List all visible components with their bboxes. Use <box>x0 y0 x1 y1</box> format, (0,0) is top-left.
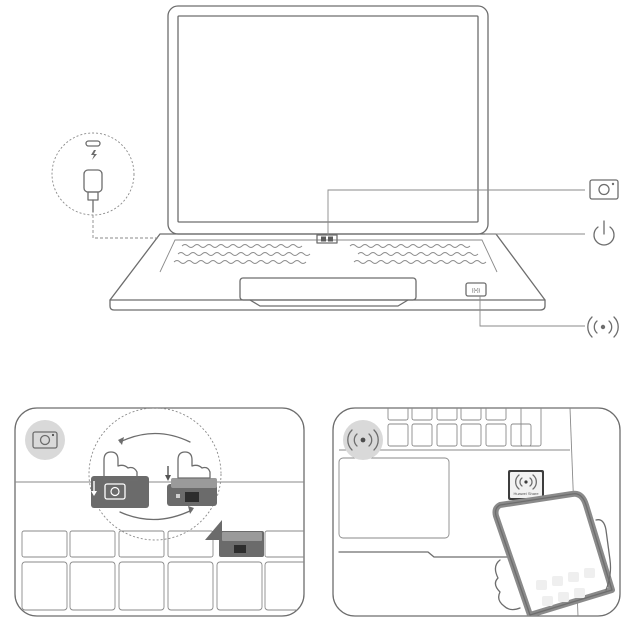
key <box>69 561 116 611</box>
svg-text:((•)): ((•)) <box>472 288 481 294</box>
huawei-share-sticker <box>465 282 487 297</box>
huawei-share-sticker-label: Huawei Share <box>513 491 539 496</box>
key <box>411 423 433 447</box>
key <box>520 408 542 447</box>
huawei-share-sticker-large: Huawei Share <box>508 470 544 500</box>
key <box>436 408 458 421</box>
key <box>216 561 263 611</box>
camera-popup-panel <box>14 407 305 617</box>
power-icon <box>593 220 615 246</box>
keyboard <box>159 239 498 273</box>
camera-icon <box>25 420 65 460</box>
usb-c-port-callout <box>51 132 160 239</box>
key <box>118 561 165 611</box>
key <box>167 561 214 611</box>
huawei-share-icon <box>343 420 383 460</box>
keyboard-row <box>177 252 479 256</box>
huawei-share-panel: Huawei Share <box>332 407 621 617</box>
key <box>69 530 116 558</box>
key <box>264 530 304 558</box>
keyboard-row <box>173 260 487 264</box>
camera-key <box>316 234 338 244</box>
key <box>167 530 214 558</box>
key <box>485 423 507 447</box>
share-callout-line <box>479 296 585 327</box>
usb-c-charging-icon <box>83 140 103 213</box>
key <box>485 408 507 421</box>
camera-key-open <box>165 451 217 506</box>
huawei-share-icon <box>587 316 619 338</box>
key <box>118 530 165 558</box>
key <box>411 408 433 421</box>
key <box>436 423 458 447</box>
key <box>460 408 482 421</box>
key <box>21 530 68 558</box>
laptop-deck <box>109 233 546 311</box>
camera-icon <box>589 179 619 200</box>
key <box>21 561 68 611</box>
phone <box>492 490 615 616</box>
keyboard-row <box>181 244 471 248</box>
touchpad <box>239 277 417 301</box>
key <box>460 423 482 447</box>
camera-key-on-keyboard <box>219 531 264 557</box>
key <box>264 561 304 611</box>
key <box>387 423 409 447</box>
key <box>387 408 409 421</box>
camera-callout-line <box>327 189 585 235</box>
camera-key-closed <box>91 451 149 508</box>
laptop-illustration: ((•)) <box>51 5 619 338</box>
